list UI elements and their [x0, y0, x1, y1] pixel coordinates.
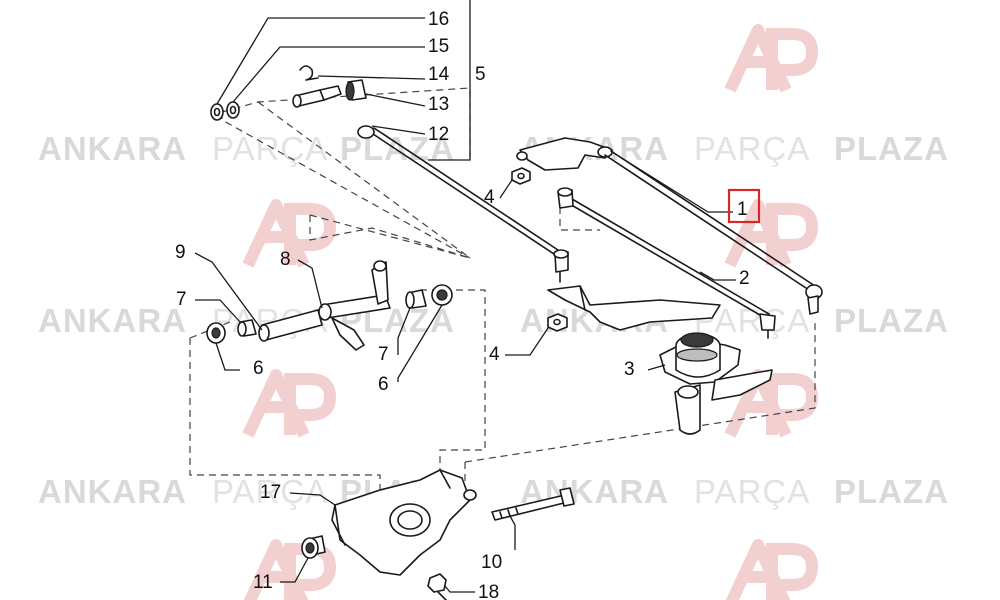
watermark-logo — [242, 199, 337, 268]
rod-1 — [604, 150, 823, 315]
callout-12[interactable]: 12 — [428, 124, 449, 145]
callout-11[interactable]: 11 — [253, 572, 273, 593]
callout-3[interactable]: 3 — [624, 359, 635, 380]
watermark-word: ANKARA — [38, 302, 187, 339]
bracket-middle — [547, 285, 721, 331]
callout-6-left[interactable]: 6 — [253, 358, 264, 379]
watermark-word: PARÇA — [694, 130, 810, 167]
callout-7-right[interactable]: 7 — [378, 344, 389, 365]
watermark-word: PLAZA — [834, 130, 949, 167]
rod-5 — [357, 125, 569, 283]
bracket-upper — [516, 137, 613, 171]
nut-4-upper — [511, 167, 531, 185]
watermark-word: PARÇA — [694, 473, 810, 510]
callout-7-left[interactable]: 7 — [176, 289, 187, 310]
watermark-logo — [242, 369, 337, 438]
callout-5[interactable]: 5 — [475, 64, 486, 85]
watermark-logo — [725, 539, 819, 600]
watermark-word: PLAZA — [834, 302, 949, 339]
callout-1[interactable]: 1 — [737, 199, 748, 220]
callout-14[interactable]: 14 — [428, 64, 450, 85]
bushing-6-right — [431, 284, 453, 306]
lever-8 — [318, 260, 391, 351]
callout-10[interactable]: 10 — [481, 552, 502, 573]
callout-18[interactable]: 18 — [478, 582, 499, 600]
callout-13[interactable]: 13 — [428, 94, 449, 115]
watermark-word: ANKARA — [38, 130, 187, 167]
callout-16[interactable]: 16 — [428, 9, 449, 30]
callout-8[interactable]: 8 — [280, 249, 291, 270]
watermark-text-row: ANKARA PARÇA PLAZA ANKARA PARÇA PLAZA — [38, 130, 949, 167]
washer-15 — [226, 101, 240, 119]
callout-4-lower[interactable]: 4 — [489, 344, 500, 365]
highlight-box — [727, 188, 761, 224]
watermark-word: PARÇA — [212, 473, 328, 510]
watermark-word: PARÇA — [212, 130, 328, 167]
callout-4-upper[interactable]: 4 — [484, 187, 495, 208]
bolt-10 — [491, 487, 575, 521]
watermark-word: ANKARA — [38, 473, 187, 510]
callout-15[interactable]: 15 — [428, 36, 449, 57]
base-plate-17 — [331, 469, 477, 576]
bushing-11 — [301, 535, 326, 559]
clip-14 — [299, 65, 319, 81]
bushing-7-right — [405, 289, 427, 309]
callout-17[interactable]: 17 — [260, 482, 281, 503]
watermark-text-row: ANKARA PARÇA PLAZA ANKARA PARÇA PLAZA — [38, 473, 949, 510]
washer-16 — [210, 103, 224, 121]
bushing-7-left — [237, 319, 257, 337]
rod-2 — [557, 187, 776, 339]
bushing-6-left — [206, 322, 226, 344]
leader-lines — [194, 0, 736, 593]
bolt-18 — [427, 573, 447, 600]
callout-9[interactable]: 9 — [175, 242, 186, 263]
watermark-word: PLAZA — [340, 130, 455, 167]
callout-6-right[interactable]: 6 — [378, 374, 389, 395]
shift-tower-3 — [659, 332, 773, 435]
bushing-13 — [345, 79, 367, 101]
watermark-word: PLAZA — [834, 473, 949, 510]
nut-4-lower — [547, 313, 568, 332]
pin-12 — [292, 85, 342, 108]
watermark-logo — [724, 24, 819, 93]
callout-labels: 16 15 14 5 13 12 4 1 2 3 4 9 8 7 6 7 6 1… — [175, 9, 750, 600]
callout-2[interactable]: 2 — [739, 268, 750, 289]
